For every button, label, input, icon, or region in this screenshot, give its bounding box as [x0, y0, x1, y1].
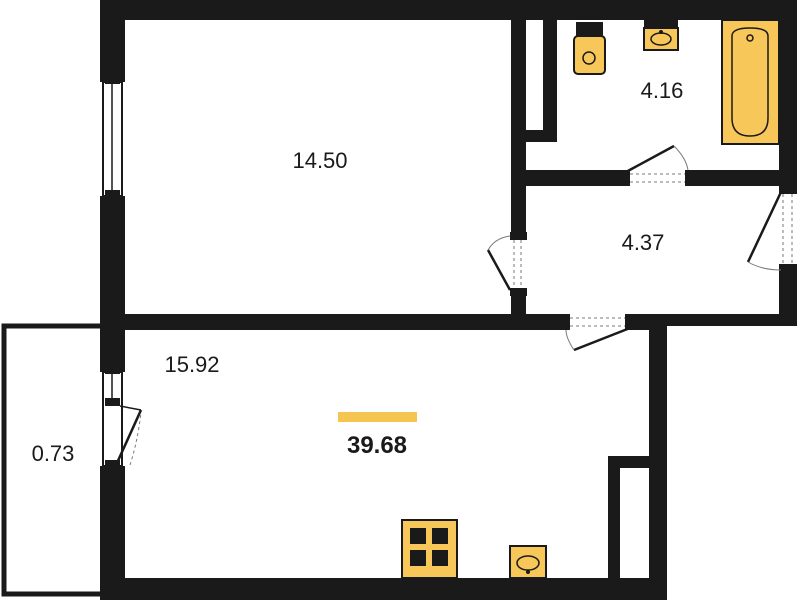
door-entrance — [746, 186, 797, 272]
door-kitchen — [562, 314, 633, 352]
wall-bedroom-bath-upper — [511, 0, 526, 232]
stove-icon — [401, 519, 458, 579]
wall-bath-hall-right — [692, 170, 797, 186]
window-balcony — [102, 368, 123, 467]
door-bathroom — [622, 144, 693, 186]
area-balcony: 0.73 — [32, 441, 75, 466]
wall-left-low — [100, 466, 125, 600]
wall-mid-horizontal-left — [100, 314, 562, 330]
total-area-accent-bar — [338, 412, 417, 422]
wall-bedroom-bath-lower — [511, 295, 526, 330]
wall-left-top — [100, 0, 125, 82]
balcony-outline — [1, 323, 100, 597]
wall-bath-hall-left — [511, 170, 623, 186]
wall-kitchen-niche-left — [608, 456, 620, 600]
bathtub-icon — [721, 19, 780, 145]
sink-icon — [643, 20, 679, 51]
wall-bath-niche-right — [543, 0, 557, 142]
wall-right-middle — [779, 272, 797, 326]
wall-bath-niche-bottom — [511, 130, 557, 142]
toilet-icon — [573, 22, 606, 75]
area-bathroom: 4.16 — [641, 78, 684, 103]
wall-top — [100, 0, 797, 20]
door-balcony — [105, 398, 143, 466]
kitchen-sink-icon — [509, 545, 547, 579]
wall-left-mid — [100, 196, 125, 372]
window-bedroom — [102, 78, 123, 197]
area-hallway: 4.37 — [622, 230, 665, 255]
area-bedroom: 14.50 — [292, 148, 347, 173]
area-kitchen-living: 15.92 — [164, 352, 219, 377]
wall-right-upper — [779, 0, 797, 186]
wall-kitchen-niche-top — [608, 456, 667, 468]
wall-right-step — [632, 314, 797, 326]
door-bedroom — [486, 232, 527, 296]
walls — [100, 0, 797, 600]
total-area: 39.68 — [347, 432, 407, 459]
wall-bottom — [100, 578, 667, 600]
